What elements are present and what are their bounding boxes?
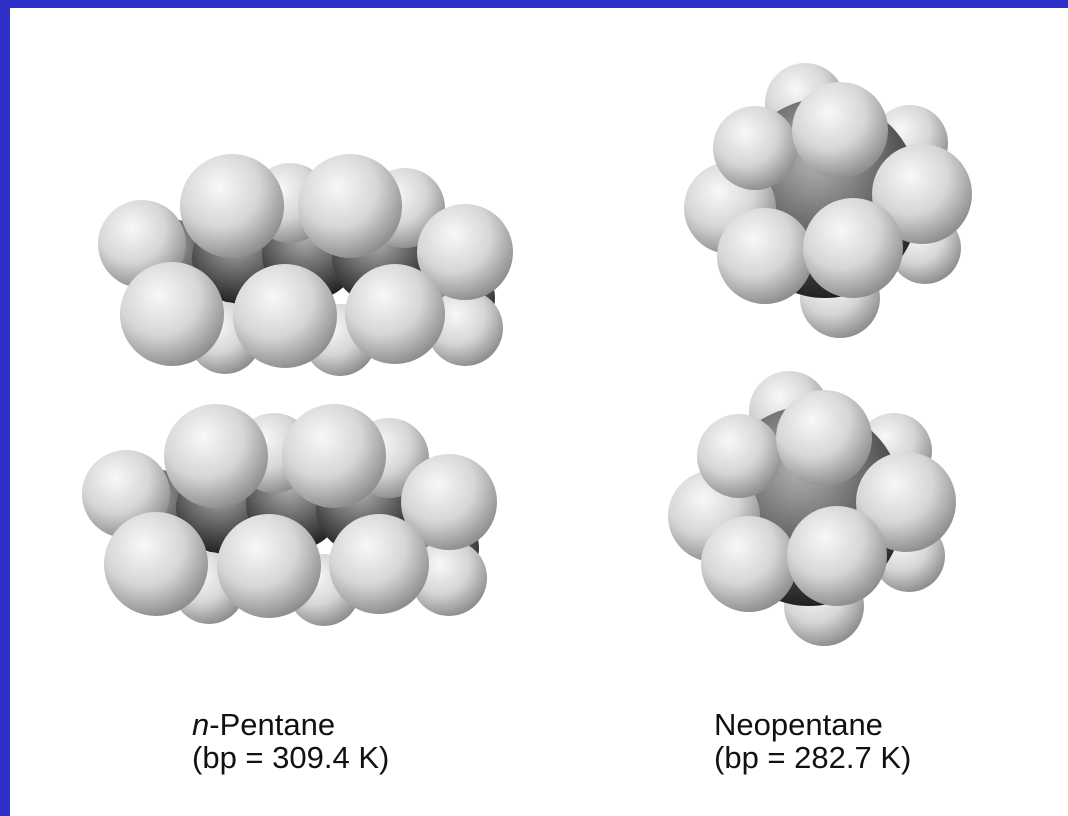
n-pentane-model-top xyxy=(98,154,513,376)
hydrogen-atom xyxy=(872,144,972,244)
hydrogen-atom xyxy=(164,404,268,508)
hydrogen-atom xyxy=(417,204,513,300)
n-prefix: n xyxy=(192,707,210,742)
n-pentane-name: n-Pentane xyxy=(192,708,389,741)
hydrogen-atom xyxy=(233,264,337,368)
hydrogen-atom xyxy=(180,154,284,258)
hydrogen-atom xyxy=(803,198,903,298)
hydrogen-atom xyxy=(345,264,445,364)
hydrogen-atom xyxy=(401,454,497,550)
n-pentane-boiling-point: (bp = 309.4 K) xyxy=(192,740,390,775)
hydrogen-atom xyxy=(104,512,208,616)
hydrogen-atom xyxy=(329,514,429,614)
hydrogen-atom xyxy=(776,390,872,486)
n-pentane-model-bottom xyxy=(82,404,497,626)
figure-frame: n-Pentane (bp = 309.4 K) Neopentane (bp … xyxy=(10,8,1068,816)
neopentane-label: Neopentane (bp = 282.7 K) xyxy=(714,708,911,774)
hydrogen-atom xyxy=(120,262,224,366)
n-pentane-label: n-Pentane (bp = 309.4 K) xyxy=(192,708,389,774)
hydrogen-atom xyxy=(713,106,797,190)
hydrogen-atom xyxy=(717,208,813,304)
hydrogen-atom xyxy=(411,540,487,616)
hydrogen-atom xyxy=(217,514,321,618)
hydrogen-atom xyxy=(427,290,503,366)
hydrogen-atom xyxy=(792,82,888,178)
neopentane-model-top xyxy=(684,63,972,338)
hydrogen-atom xyxy=(701,516,797,612)
hydrogen-atom xyxy=(856,452,956,552)
neopentane-name: Neopentane xyxy=(714,707,883,742)
molecule-models xyxy=(82,63,972,646)
pentane-name-text: -Pentane xyxy=(209,707,336,742)
neopentane-model-bottom xyxy=(668,371,956,646)
hydrogen-atom xyxy=(787,506,887,606)
hydrogen-atom xyxy=(697,414,781,498)
hydrogen-atom xyxy=(298,154,402,258)
neopentane-boiling-point: (bp = 282.7 K) xyxy=(714,740,912,775)
hydrogen-atom xyxy=(282,404,386,508)
